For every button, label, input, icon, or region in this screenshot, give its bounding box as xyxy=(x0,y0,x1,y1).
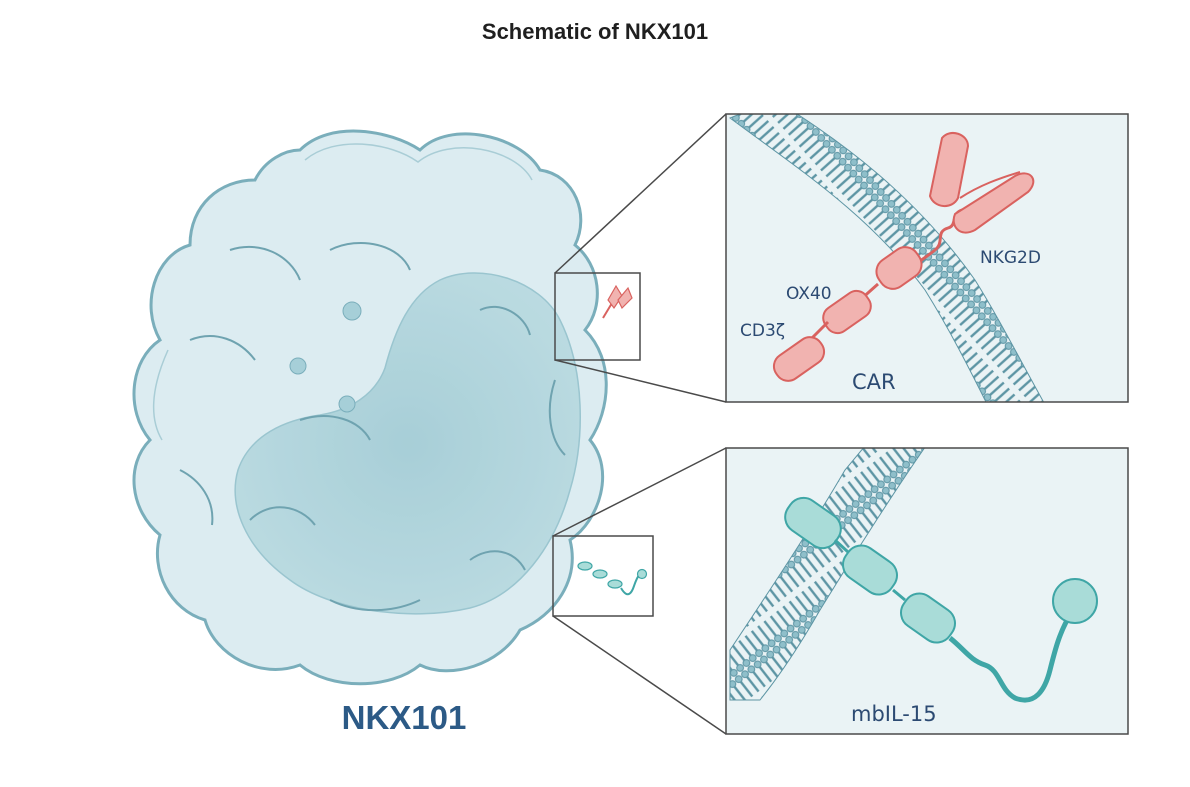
zoom-indicator-car xyxy=(554,113,727,403)
car-construct xyxy=(772,131,1035,382)
vesicle xyxy=(338,395,356,413)
nkg2d-domain xyxy=(928,131,970,207)
il15-head xyxy=(1052,578,1098,624)
car-panel: NKG2D OX40 CD3ζ CAR xyxy=(725,113,1129,403)
ox40-domain xyxy=(822,289,872,335)
linker xyxy=(948,610,1075,703)
il15-domain-2 xyxy=(842,544,898,596)
cell-label: NKX101 xyxy=(342,699,467,736)
il15-panel: mbIL-15 xyxy=(725,447,1129,735)
car-mini xyxy=(602,284,633,319)
nkg2d-label: NKG2D xyxy=(980,248,1041,268)
nk-cell xyxy=(132,129,608,686)
car-label: CAR xyxy=(852,370,896,394)
vesicle xyxy=(289,357,307,375)
il15-construct xyxy=(784,496,1098,703)
vesicle xyxy=(342,301,362,321)
mbil15-label: mbIL-15 xyxy=(851,702,937,726)
zoom-indicator-il15 xyxy=(552,447,727,735)
nkg2d-domain-2 xyxy=(952,172,1035,234)
il15-domain-3 xyxy=(900,592,956,644)
ox40-label: OX40 xyxy=(786,284,832,304)
cd3z-domain xyxy=(772,336,826,382)
membrane-bilayer xyxy=(729,448,926,701)
cd3z-label: CD3ζ xyxy=(740,321,785,341)
diagram-title: Schematic of NKX101 xyxy=(481,19,709,44)
il15-mini xyxy=(577,561,648,596)
tm-domain xyxy=(875,246,923,290)
membrane-bilayer xyxy=(728,114,1045,402)
